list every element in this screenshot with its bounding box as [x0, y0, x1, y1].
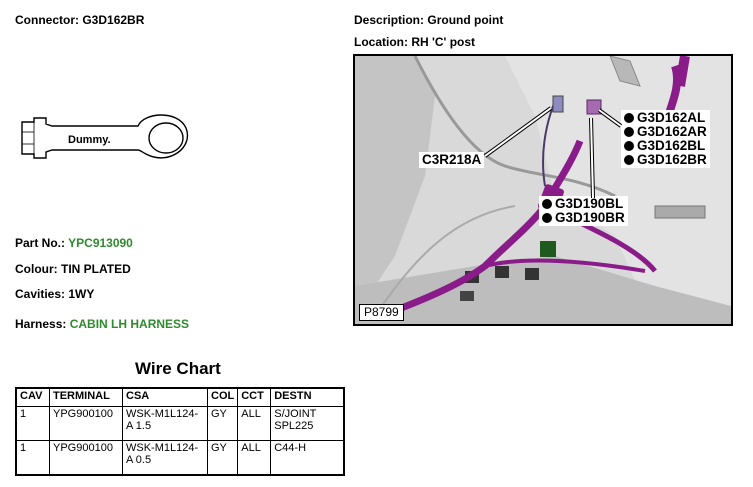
callout-g3d162al-text: G3D162AL — [637, 110, 706, 125]
cavities-label: Cavities: — [15, 287, 66, 301]
bullet-dot — [624, 113, 634, 123]
cell-terminal: YPG900100 — [49, 406, 123, 441]
cell-col: GY — [206, 440, 239, 476]
connector-label: Connector: — [15, 13, 79, 27]
callout-c3r218a-text: C3R218A — [422, 152, 482, 167]
header-cct: CCT — [237, 387, 272, 407]
callout-g3d162-row: G3D162BL — [624, 139, 707, 153]
callout-c3r218a: C3R218A — [419, 152, 485, 168]
colour-label: Colour: — [15, 262, 58, 276]
bullet-dot — [624, 155, 634, 165]
cell-destn: C44-H — [270, 440, 345, 476]
cell-csa: WSK-M1L124-A 1.5 — [122, 406, 208, 441]
callout-g3d162-row: G3D162BR — [624, 153, 707, 167]
wire-chart-title: Wire Chart — [135, 359, 221, 378]
ring-terminal-diagram: Dummy. — [21, 114, 189, 159]
location-photo: C3R218A G3D190BL G3D190BR G3D162AL G3D16… — [353, 54, 733, 326]
cell-cav: 1 — [15, 440, 50, 476]
harness-line: Harness: CABIN LH HARNESS — [15, 317, 189, 331]
header-terminal: TERMINAL — [49, 387, 123, 407]
callout-g3d190br-text: G3D190BR — [555, 210, 625, 225]
header-col: COL — [206, 387, 239, 407]
connector-line: Connector: G3D162BR — [15, 13, 144, 27]
terminal-text: Dummy. — [68, 134, 111, 146]
location-label: Location: — [354, 35, 408, 49]
table-row: 1 YPG900100 WSK-M1L124-A 1.5 GY ALL S/JO… — [15, 406, 345, 441]
callout-g3d190-row: G3D190BR — [542, 211, 625, 225]
part-no-label: Part No.: — [15, 236, 66, 250]
callout-g3d162-row: G3D162AR — [624, 125, 707, 139]
table-row: 1 YPG900100 WSK-M1L124-A 0.5 GY ALL C44-… — [15, 440, 345, 476]
cell-csa: WSK-M1L124-A 0.5 — [122, 440, 208, 476]
bullet-dot — [624, 127, 634, 137]
callout-g3d162-row: G3D162AL — [624, 111, 707, 125]
callout-g3d190: G3D190BL G3D190BR — [539, 196, 628, 226]
vehicle-body-illustration — [355, 56, 731, 324]
cavities-value: 1WY — [68, 287, 95, 301]
cell-cav: 1 — [15, 406, 50, 441]
colour-value: TIN PLATED — [61, 262, 131, 276]
callout-g3d162: G3D162AL G3D162AR G3D162BL G3D162BR — [621, 110, 710, 168]
location-value: RH 'C' post — [411, 35, 476, 49]
callout-g3d190bl-text: G3D190BL — [555, 196, 624, 211]
harness-value[interactable]: CABIN LH HARNESS — [69, 317, 190, 331]
wire-chart-table: CAV TERMINAL CSA COL CCT DESTN 1 YPG9001… — [15, 387, 346, 476]
part-no-line: Part No.: YPC913090 — [15, 236, 133, 250]
header-cav: CAV — [15, 387, 50, 407]
callout-g3d190-row: G3D190BL — [542, 197, 625, 211]
table-header-row: CAV TERMINAL CSA COL CCT DESTN — [15, 387, 345, 407]
description-line: Description: Ground point — [354, 13, 503, 27]
callout-g3d162ar-text: G3D162AR — [637, 124, 707, 139]
cell-col: GY — [206, 406, 239, 441]
callout-g3d162br-text: G3D162BR — [637, 152, 707, 167]
cell-destn: S/JOINT SPL225 — [270, 406, 345, 441]
callout-g3d162bl-text: G3D162BL — [637, 138, 706, 153]
description-value: Ground point — [427, 13, 504, 27]
photo-id-label: P8799 — [359, 304, 404, 321]
bullet-dot — [542, 213, 552, 223]
cell-cct: ALL — [237, 440, 272, 476]
bullet-dot — [624, 141, 634, 151]
bullet-dot — [542, 199, 552, 209]
cell-cct: ALL — [237, 406, 272, 441]
description-label: Description: — [354, 13, 425, 27]
cell-terminal: YPG900100 — [49, 440, 123, 476]
colour-line: Colour: TIN PLATED — [15, 262, 131, 276]
part-no-value[interactable]: YPC913090 — [68, 236, 133, 250]
connector-value: G3D162BR — [82, 13, 145, 27]
header-csa: CSA — [122, 387, 208, 407]
header-destn: DESTN — [270, 387, 345, 407]
location-line: Location: RH 'C' post — [354, 35, 475, 49]
harness-label: Harness: — [15, 317, 67, 331]
cavities-line: Cavities: 1WY — [15, 287, 94, 301]
